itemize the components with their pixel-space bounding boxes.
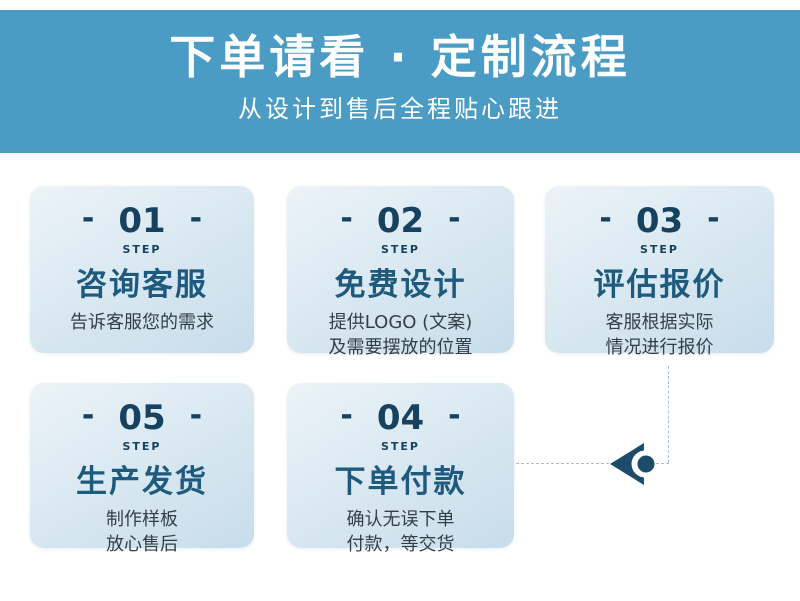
step-description: 制作样板 放心售后 [30,507,254,557]
step-label: STEP [380,243,420,256]
step-number-row: - 01 - [30,201,254,241]
step-card-01: - 01 - STEP 咨询客服 告诉客服您的需求 [30,186,254,353]
desc-line: 放心售后 [106,533,178,555]
step-card-02: - 02 - STEP 免费设计 提供LOGO (文案) 及需要摆放的位置 [287,186,514,358]
step-number-row: - 05 - [30,398,254,438]
step-label: STEP [639,243,679,256]
page-title: 下单请看 · 定制流程 [169,30,631,84]
desc-line: 提供LOGO (文案) [328,311,473,333]
step-title: 评估报价 [593,267,726,303]
step-label: STEP [122,243,162,256]
desc-line: 制作样板 [106,508,178,530]
dash-right: - [448,398,461,433]
dash-left: - [81,201,95,236]
step-title: 免费设计 [334,267,467,303]
step-title: 咨询客服 [76,267,208,303]
step-label: STEP [380,440,420,453]
connector-line-horizontal [516,463,669,464]
dash-left: - [599,201,612,236]
dash-left: - [81,398,95,433]
step-description: 客服根据实际 情况进行报价 [545,310,774,360]
step-number: 05 [118,398,166,438]
step-number: 02 [376,201,425,241]
step-number: 03 [635,201,684,241]
arrow-left-icon [610,443,656,485]
dash-right: - [448,201,461,236]
dash-left: - [340,201,353,236]
step-number: 01 [118,201,166,241]
step-title: 生产发货 [76,464,208,500]
desc-line: 告诉客服您的需求 [70,311,214,333]
step-description: 提供LOGO (文案) 及需要摆放的位置 [287,310,514,360]
desc-line: 及需要摆放的位置 [328,336,473,358]
desc-line: 情况进行报价 [605,336,714,358]
step-description: 确认无误下单 付款，等交货 [287,507,514,557]
desc-line: 付款，等交货 [346,533,455,555]
step-description: 告诉客服您的需求 [30,310,254,335]
dash-right: - [189,398,203,433]
desc-line: 客服根据实际 [605,311,714,333]
dash-right: - [189,201,203,236]
step-number-row: - 04 - [287,398,514,438]
dash-left: - [340,398,353,433]
step-number-row: - 02 - [287,201,514,241]
dash-right: - [707,201,720,236]
step-card-05: - 05 - STEP 生产发货 制作样板 放心售后 [30,383,254,555]
step-card-04: - 04 - STEP 下单付款 确认无误下单 付款，等交货 [287,383,514,555]
connector-line-vertical [668,366,669,463]
header-banner: 下单请看 · 定制流程 从设计到售后全程贴心跟进 [0,10,800,153]
step-label: STEP [122,440,162,453]
desc-line: 确认无误下单 [346,508,455,530]
step-number-row: - 03 - [545,201,774,241]
step-card-03: - 03 - STEP 评估报价 客服根据实际 情况进行报价 [545,186,774,358]
step-title: 下单付款 [334,464,467,500]
page-subtitle: 从设计到售后全程贴心跟进 [238,94,562,123]
step-number: 04 [376,398,425,438]
